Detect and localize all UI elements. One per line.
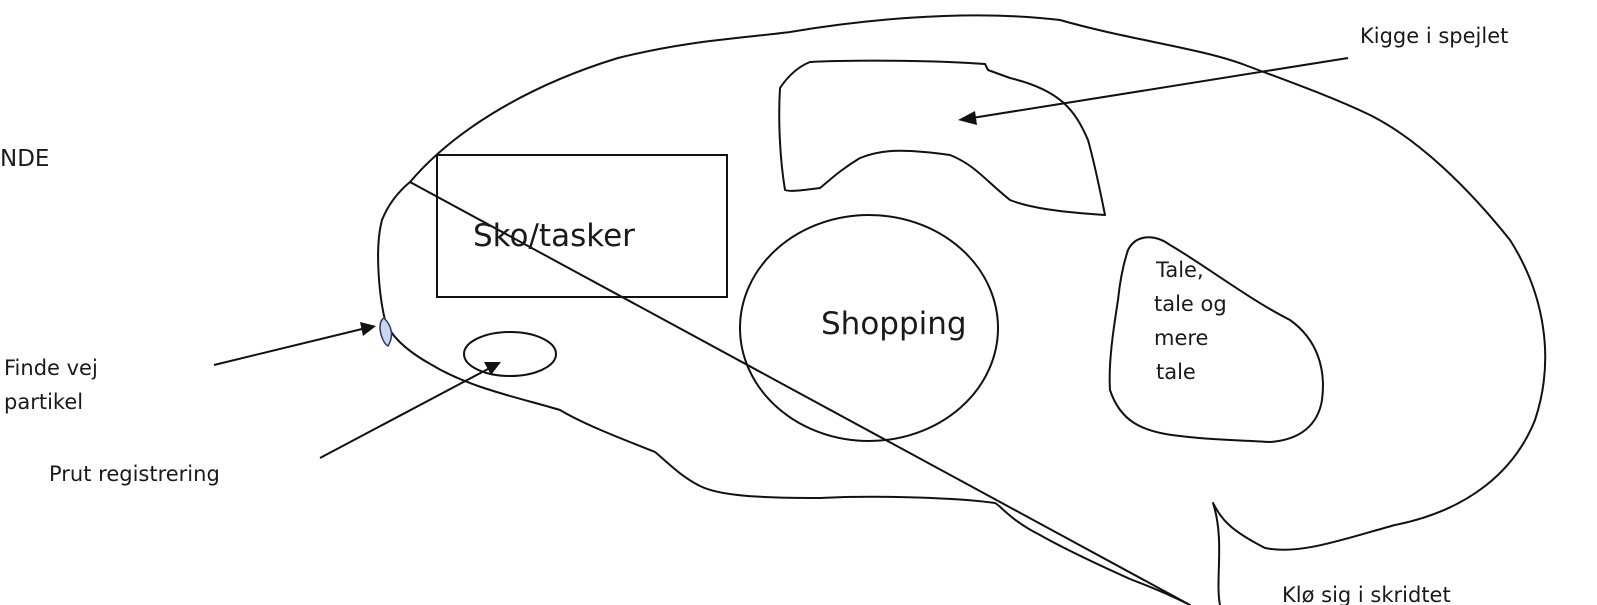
kigge-label: Kigge i spejlet (1360, 24, 1509, 48)
talk-region-outline (1108, 236, 1324, 443)
finde-vej-arrow-line (213, 328, 363, 366)
talk-line-4: tale (1156, 360, 1196, 384)
prut-arrow-line (319, 368, 489, 459)
talk-line-2: tale og (1154, 292, 1227, 316)
kigge-arrow-line (971, 57, 1349, 119)
shoes-bags-label: Sko/tasker (473, 218, 635, 254)
talk-line-3: mere (1154, 326, 1209, 350)
shopping-ellipse (739, 214, 999, 442)
finde-vej-arrow-head (360, 322, 376, 336)
prut-label: Prut registrering (49, 462, 220, 486)
navigation-particle-icon (379, 317, 393, 347)
finde-vej-label: Finde vej (4, 356, 98, 380)
klo-partial-label: Klø sig i skridtet (1282, 583, 1451, 605)
prut-arrow-head (484, 362, 501, 375)
shoes-bags-box (436, 154, 728, 298)
kigge-arrow-head (958, 111, 977, 125)
mirror-region-outline (778, 59, 1106, 216)
fart-detector-ellipse (463, 331, 557, 377)
partial-left-label: NDE (0, 146, 50, 172)
talk-line-1: Tale, (1156, 258, 1204, 282)
partikel-label: partikel (4, 390, 84, 414)
shopping-label: Shopping (821, 306, 967, 342)
